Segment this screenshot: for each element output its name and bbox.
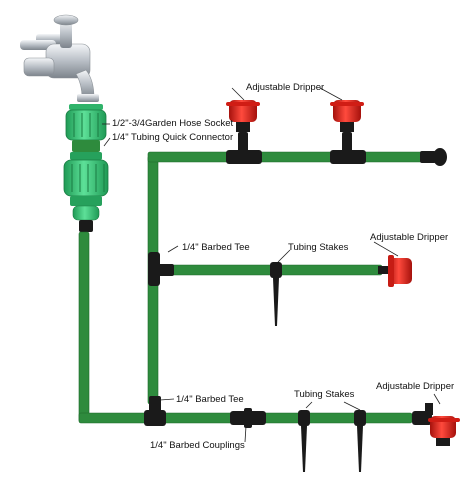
- label-barbed-tee-bottom: 1/4" Barbed Tee: [176, 394, 244, 405]
- adjustable-dripper-middle: [378, 255, 412, 287]
- label-barbed-couplings: 1/4" Barbed Couplings: [150, 440, 245, 451]
- label-tubing-quick-connector: 1/4" Tubing Quick Connector: [112, 132, 234, 143]
- label-adjustable-dripper-top: Adjustable Dripper: [246, 82, 325, 93]
- barbed-coupling-1: [230, 408, 266, 428]
- barbed-tee-middle: [148, 252, 174, 286]
- label-adjustable-dripper-middle: Adjustable Dripper: [370, 232, 449, 243]
- label-tubing-stakes-bottom: Tubing Stakes: [294, 389, 355, 400]
- adjustable-dripper-top-2: [330, 100, 364, 132]
- label-adjustable-dripper-bottom: Adjustable Dripper: [376, 381, 455, 392]
- main-tubing: [78, 151, 425, 424]
- adjustable-dripper-bottom: [412, 403, 460, 446]
- tubing-stake-bottom-2: [354, 410, 366, 472]
- faucet: [20, 14, 99, 102]
- top-tee-2: [330, 132, 366, 164]
- garden-hose-socket: [65, 104, 107, 152]
- tubing-stake-bottom-1: [298, 410, 310, 472]
- adjustable-dripper-top-1: [226, 100, 260, 132]
- label-garden-hose-socket: 1/2"-3/4Garden Hose Socket: [112, 118, 234, 129]
- top-tee-1: [226, 132, 262, 164]
- end-plug: [420, 148, 447, 166]
- leader-lines: [102, 87, 441, 443]
- tubing-stake-middle: [270, 262, 282, 326]
- tubing-quick-connector: [63, 152, 109, 232]
- label-tubing-stakes-middle: Tubing Stakes: [288, 242, 349, 253]
- barbed-tee-bottom: [144, 396, 166, 426]
- label-barbed-tee-middle: 1/4" Barbed Tee: [182, 242, 250, 253]
